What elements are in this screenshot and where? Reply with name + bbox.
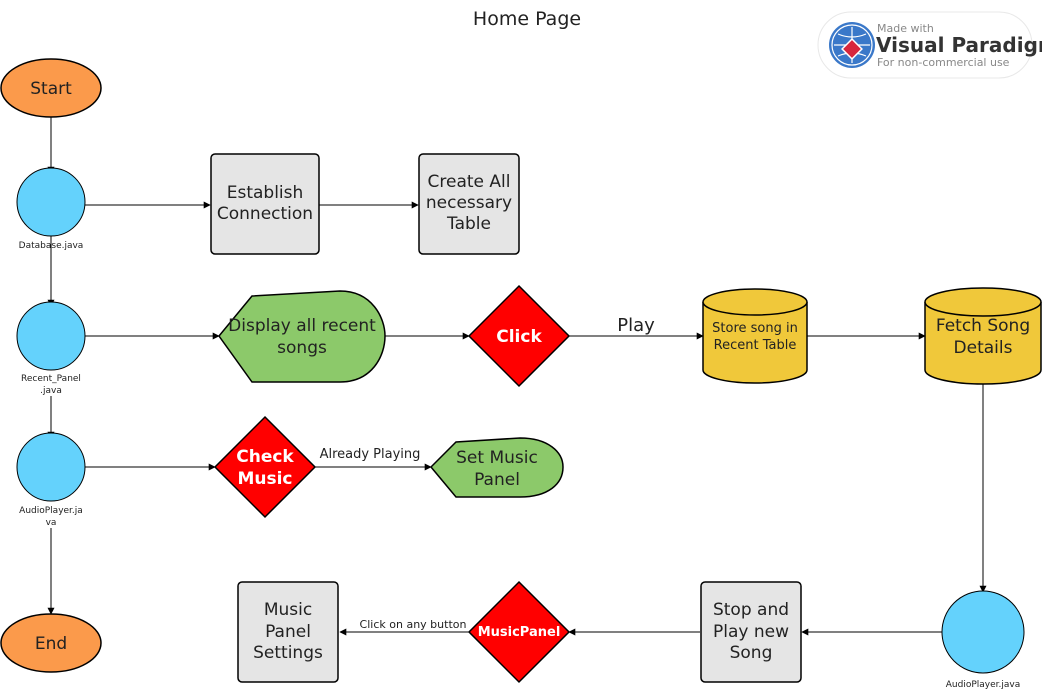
node-database-java: Database.java: [16, 167, 86, 251]
node-start-label: Start: [30, 79, 72, 99]
node-display-line1: Display all recent: [228, 316, 376, 336]
node-check-line1: Check: [236, 447, 294, 467]
node-set-music-panel: Set Music Panel: [429, 437, 564, 498]
watermark-line2: Visual Paradigm: [876, 33, 1042, 57]
node-create-line2: necessary: [426, 193, 512, 213]
diagram-title: Home Page: [473, 8, 581, 30]
node-database-java-caption: Database.java: [19, 241, 84, 251]
edge-label-already-playing: Already Playing: [320, 447, 421, 462]
node-audioplayer-left-caption-1: AudioPlayer.ja: [19, 506, 83, 516]
node-fetch-line1: Fetch Song: [936, 316, 1030, 336]
visual-paradigm-watermark: Made with Visual Paradigm For non-commer…: [817, 11, 1042, 79]
node-create-line3: Table: [446, 214, 491, 234]
edge-label-play: Play: [617, 315, 655, 336]
node-stop-line3: Song: [730, 643, 773, 663]
node-establish-line1: Establish: [227, 183, 304, 203]
node-create-line1: Create All: [428, 172, 511, 192]
edge-label-click-any-button: Click on any button: [360, 618, 467, 631]
node-establish-connection: Establish Connection: [210, 153, 320, 255]
node-audioplayer-right-caption: AudioPlayer.java: [946, 680, 1020, 690]
node-store-line1: Store song in: [712, 321, 798, 336]
node-musicpanel-label: MusicPanel: [478, 625, 561, 640]
node-settings-line2: Panel: [265, 622, 311, 642]
node-setpanel-line1: Set Music: [456, 448, 538, 468]
visual-paradigm-logo-icon: [829, 22, 875, 68]
node-display-line2: songs: [277, 338, 327, 358]
node-stop-line1: Stop and: [713, 600, 789, 620]
node-start: Start: [0, 58, 102, 118]
node-display-recent-songs: Display all recent songs: [218, 290, 386, 383]
node-end: End: [0, 613, 102, 673]
node-audioplayer-java-right: AudioPlayer.java: [941, 590, 1025, 690]
node-music-panel-settings: Music Panel Settings: [237, 581, 339, 683]
node-fetch-line2: Details: [954, 338, 1013, 358]
node-setpanel-line2: Panel: [474, 470, 520, 490]
node-store-song-db: Store song in Recent Table: [702, 288, 808, 384]
node-stop-line2: Play new: [713, 622, 789, 642]
node-recent-panel-caption-1: Recent_Panel: [21, 374, 81, 384]
watermark-line1: Made with: [877, 22, 934, 35]
node-create-tables: Create All necessary Table: [418, 153, 520, 255]
node-fetch-song-db: Fetch Song Details: [924, 287, 1042, 385]
node-audioplayer-left-caption-2: va: [46, 518, 57, 528]
edges: [47, 117, 987, 636]
node-audioplayer-java-left: AudioPlayer.ja va: [16, 432, 86, 528]
node-recent-panel-java: Recent_Panel .java: [16, 301, 86, 396]
node-stop-and-play: Stop and Play new Song: [700, 581, 802, 683]
watermark-line3: For non-commercial use: [877, 56, 1010, 69]
node-check-line2: Music: [237, 469, 292, 489]
node-click-decision: Click: [467, 284, 571, 388]
node-check-music-decision: Check Music: [213, 415, 317, 519]
node-recent-panel-caption-2: .java: [40, 386, 62, 396]
node-click-label: Click: [496, 327, 542, 347]
node-establish-line2: Connection: [217, 204, 313, 224]
node-store-line2: Recent Table: [714, 338, 797, 353]
node-end-label: End: [35, 634, 67, 654]
node-settings-line1: Music: [264, 600, 312, 620]
node-musicpanel-decision: MusicPanel: [467, 580, 571, 684]
node-settings-line3: Settings: [253, 643, 323, 663]
